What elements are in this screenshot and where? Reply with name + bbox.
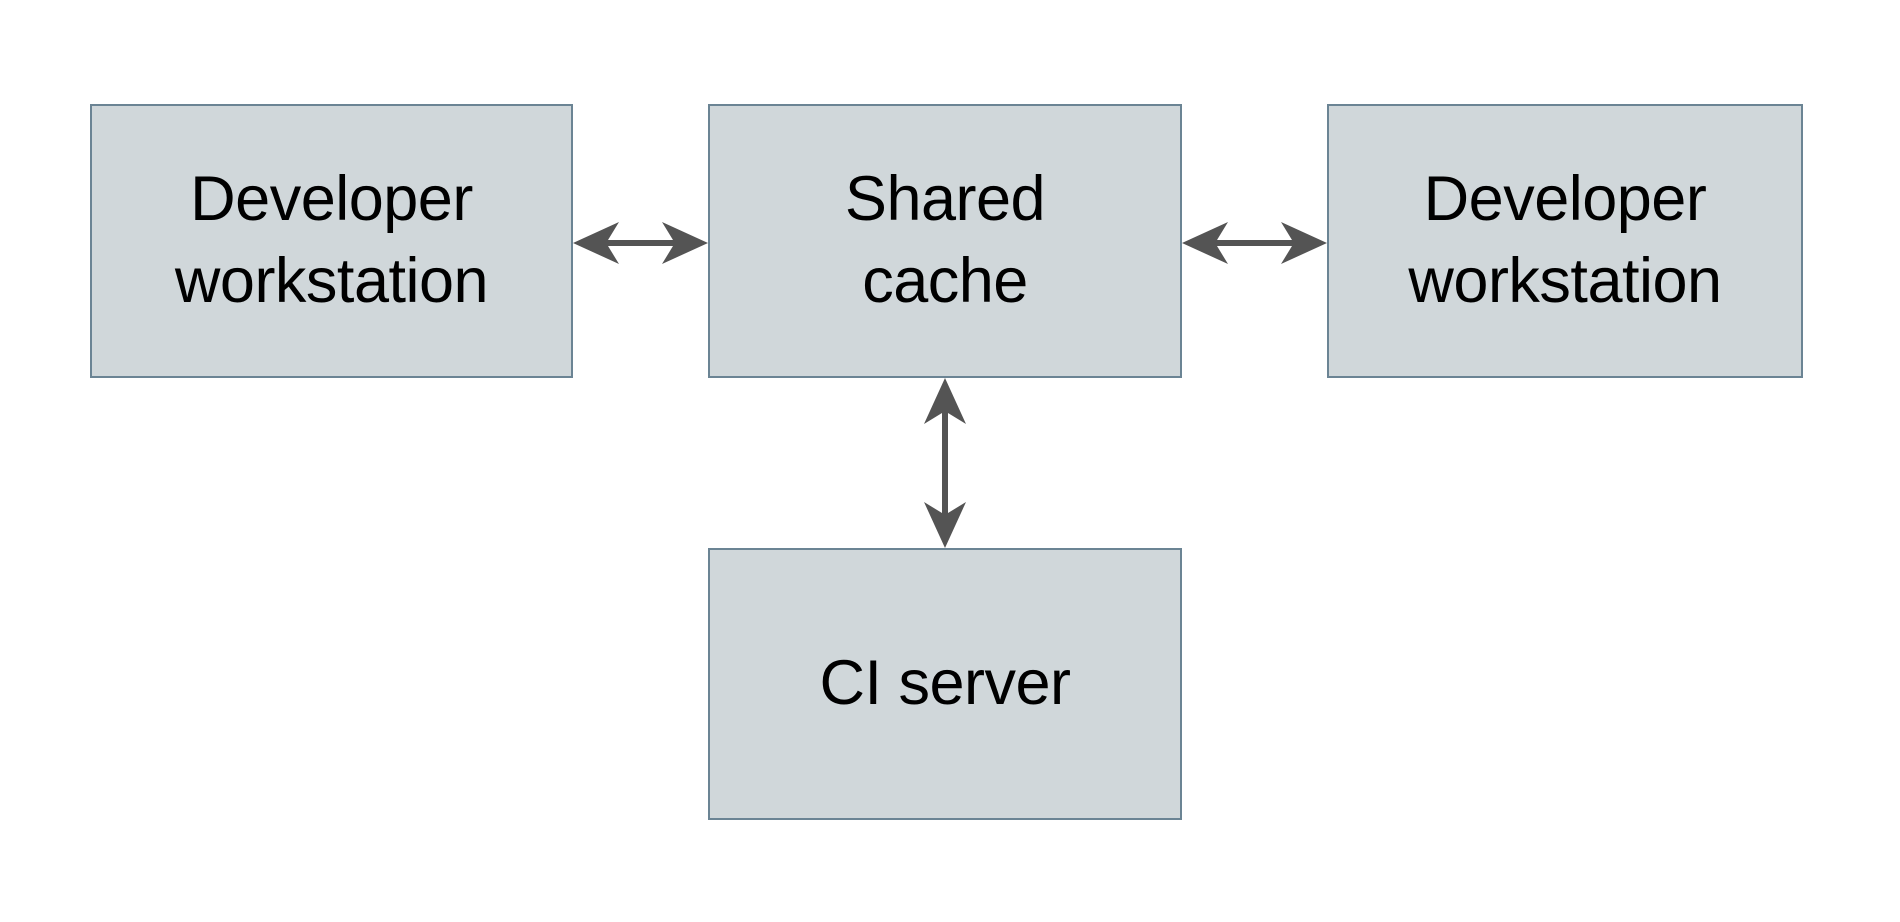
node-label: Shared cache <box>844 164 1046 316</box>
node-developer-workstation-left[interactable]: Developer workstation <box>90 104 573 378</box>
double-arrow-vertical-icon <box>924 378 966 548</box>
arrow-shape <box>924 378 966 548</box>
connector-cache-to-ci-server <box>914 378 976 548</box>
double-arrow-horizontal-icon <box>1182 222 1327 264</box>
node-label: CI server <box>819 648 1071 719</box>
arrow-shape <box>1182 222 1327 264</box>
arrow-shape <box>573 222 708 264</box>
node-label: Developer workstation <box>174 164 489 316</box>
node-label: Developer workstation <box>1408 164 1722 316</box>
node-ci-server[interactable]: CI server <box>708 548 1182 820</box>
connector-cache-to-right-workstation <box>1182 212 1327 274</box>
connector-left-workstation-to-cache <box>573 212 708 274</box>
double-arrow-horizontal-icon <box>573 222 708 264</box>
node-developer-workstation-right[interactable]: Developer workstation <box>1327 104 1803 378</box>
node-shared-cache[interactable]: Shared cache <box>708 104 1182 378</box>
